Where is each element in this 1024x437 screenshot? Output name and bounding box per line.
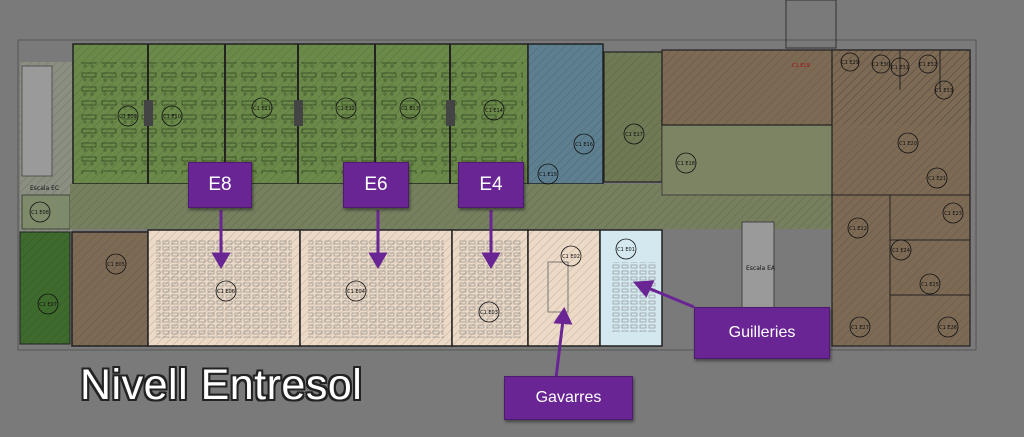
room-label-e11: C1 E11 — [253, 106, 271, 112]
room-marker — [215, 280, 237, 302]
room-label-e20: C1 E20 — [899, 141, 917, 147]
room-label-e08: C1 E08 — [31, 210, 49, 216]
room-e07-hatch — [20, 232, 70, 344]
room-label-e31: C1 E31 — [891, 65, 909, 71]
room-marker — [161, 105, 183, 127]
room-label-e02: C1 E02 — [562, 254, 580, 260]
room-marker — [573, 133, 595, 155]
stair-label-east: Escala EA — [746, 265, 776, 272]
callout-e6: E6 — [343, 162, 409, 208]
arrowhead-gavarres — [553, 306, 573, 325]
room-label-e06: C1 E06 — [217, 289, 235, 295]
office-wing-east-hatch — [832, 50, 970, 346]
room-label-e14: C1 E14 — [485, 108, 503, 114]
callout-guilleries: Guilleries — [694, 307, 830, 359]
hall — [661, 124, 833, 196]
top-room-mark: C1 E19 — [792, 63, 810, 69]
room-label-e04: C1 E04 — [347, 289, 365, 295]
room-marker — [483, 99, 505, 121]
room-label-e29: C1 E29 — [841, 60, 859, 66]
room-marker — [918, 54, 938, 74]
room-label-e03: C1 E03 — [480, 310, 498, 316]
building-outline — [17, 39, 977, 351]
room-marker — [37, 293, 59, 315]
arrowhead-e4 — [481, 252, 501, 269]
callout-e8: E8 — [188, 162, 252, 208]
room-marker — [871, 54, 891, 74]
room-marker — [251, 97, 273, 119]
floor-title: Nivell Entresol — [80, 361, 363, 409]
room-marker — [623, 123, 645, 145]
server-column — [144, 100, 153, 126]
server-column — [446, 100, 455, 126]
callout-e4: E4 — [458, 162, 524, 208]
room-marker — [675, 152, 697, 174]
arrow-gavarres — [554, 319, 565, 379]
server-column — [294, 100, 303, 126]
arrowhead-e6 — [368, 252, 388, 269]
room-labels: C1 E06 C1 E04 C1 E03 C1 E02 C1 E01 C1 E0… — [29, 52, 964, 338]
room-label-e16: C1 E16 — [575, 142, 593, 148]
room-label-e07: C1 E07 — [39, 302, 57, 308]
room-marker — [934, 80, 954, 100]
room-label-e05: C1 E05 — [107, 262, 125, 268]
room-label-e09: C1 E09 — [119, 114, 137, 120]
room-marker — [399, 97, 421, 119]
room-marker — [849, 316, 871, 338]
stair-ec — [21, 65, 53, 177]
room-marker — [105, 253, 127, 275]
room-marker — [897, 132, 919, 154]
arrow-guilleries — [647, 286, 695, 309]
callout-arrows — [211, 210, 695, 379]
room-label-e23: C1 E23 — [944, 211, 962, 217]
stair-core-hatch — [604, 52, 662, 182]
room-marker — [890, 239, 912, 261]
room-label-e27: C1 E27 — [851, 325, 869, 331]
east-lift-shaft — [785, 0, 837, 49]
room-label-e22: C1 E22 — [849, 226, 867, 232]
room-marker — [29, 201, 51, 223]
room-label-e24: C1 E24 — [892, 248, 910, 254]
room-label-e21: C1 E21 — [928, 176, 946, 182]
room-marker — [537, 163, 559, 185]
room-marker — [560, 245, 582, 267]
room-marker — [919, 273, 941, 295]
seminar-tables — [612, 262, 656, 332]
room-marker — [926, 167, 948, 189]
arrowhead-guilleries — [632, 280, 655, 298]
room-label-e30: C1 E30 — [872, 62, 890, 68]
room-label-e10: C1 E10 — [163, 114, 181, 120]
room-label-e01: C1 E01 — [617, 247, 635, 253]
room-marker — [335, 97, 357, 119]
room-label-e17: C1 E17 — [625, 132, 643, 138]
lecture-hatch — [148, 230, 600, 346]
room-marker — [478, 301, 500, 323]
room-label-e15: C1 E15 — [539, 172, 557, 178]
room-marker — [937, 316, 959, 338]
room-e05-hatch — [72, 232, 148, 346]
room-label-e33: C1 E33 — [935, 88, 953, 94]
room-label-e13: C1 E13 — [401, 106, 419, 112]
room-label-e32: C1 E32 — [919, 62, 937, 68]
seminar-table — [547, 261, 569, 313]
callout-gavarres: Gavarres — [504, 376, 633, 420]
room-marker — [847, 217, 869, 239]
room-marker — [890, 57, 910, 77]
room-marker — [942, 202, 964, 224]
arrowhead-e8 — [211, 252, 231, 269]
toilets-hatch — [528, 44, 603, 184]
room-label-e18: C1 E18 — [677, 161, 695, 167]
room-marker — [615, 238, 637, 260]
room-label-e12: C1 E12 — [337, 106, 355, 112]
room-marker — [840, 52, 860, 72]
room-label-e26: C1 E26 — [939, 325, 957, 331]
room-label-e25: C1 E25 — [921, 282, 939, 288]
stair-label-west: Escala EC — [30, 185, 59, 192]
room-marker — [345, 280, 367, 302]
room-marker — [117, 105, 139, 127]
